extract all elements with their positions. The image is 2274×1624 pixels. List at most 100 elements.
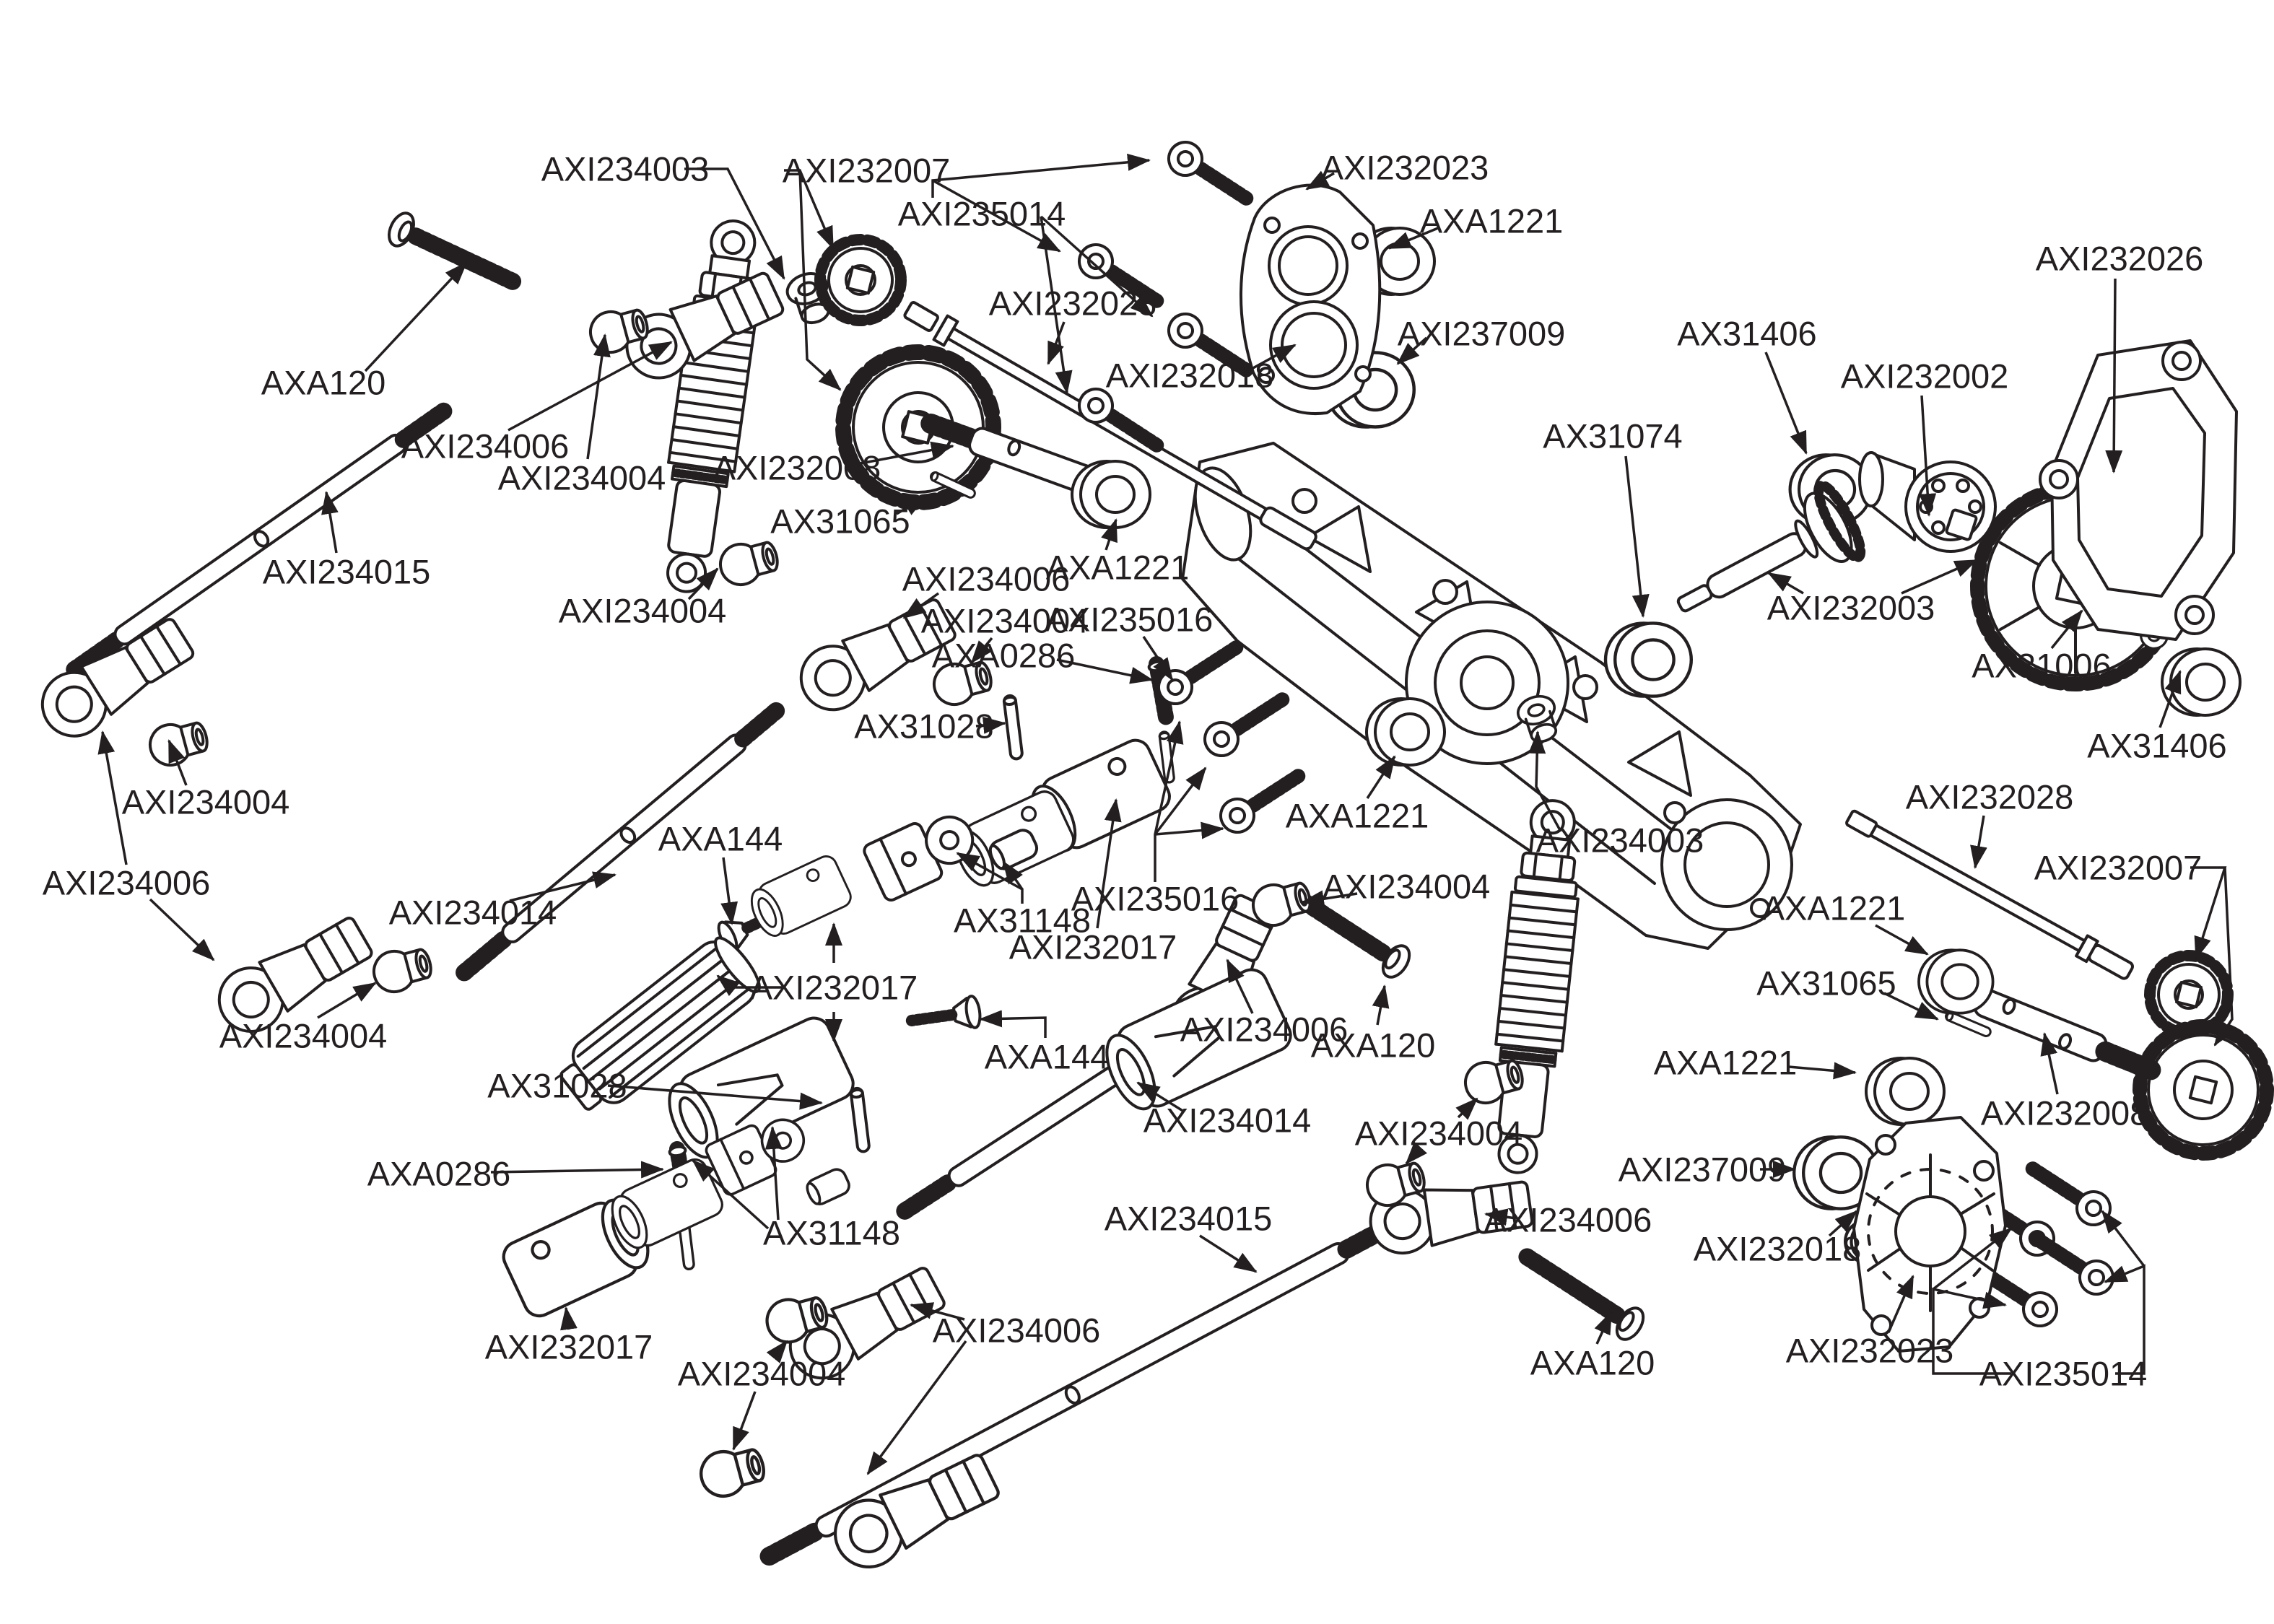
leader-line [1901, 559, 1978, 595]
leader-line [1002, 860, 1024, 890]
part-label: AXI232028 [1906, 777, 2074, 816]
part-label: AXA0286 [367, 1154, 511, 1192]
part-label: AXI234003 [1536, 821, 1704, 859]
leader-line [1226, 959, 1254, 1014]
leader-line [1250, 344, 1297, 371]
part-label: AXI232018 [1106, 356, 1274, 394]
part-label: AXI234006 [902, 559, 1071, 598]
parts-artwork [29, 136, 2274, 1578]
leader-line [607, 1084, 823, 1110]
leader-line [2101, 1210, 2146, 1267]
part-label: AXI234014 [1143, 1101, 1312, 1139]
leader-line [321, 491, 339, 554]
leader-line [687, 567, 719, 601]
part-label: AXI234004 [1355, 1114, 1523, 1152]
part-label: AXI234006 [401, 427, 570, 465]
leader-line [1056, 658, 1154, 684]
part-label: AXI235016 [1071, 879, 1240, 917]
part-label: AX31065 [1756, 964, 1896, 1002]
part-label: AXI232002 [1841, 357, 2009, 395]
leader-line [317, 982, 377, 1019]
leader-line [1405, 1141, 1427, 1165]
pinion-gear-drawing [814, 234, 907, 326]
part-label: AXI232017 [485, 1327, 653, 1366]
part-label: AXI235016 [1045, 600, 1214, 638]
part-label: AXI234006 [1180, 1010, 1349, 1048]
part-label: AXI234015 [263, 552, 431, 590]
part-label: AXA120 [1311, 1026, 1435, 1064]
leader-line [1828, 1210, 1858, 1237]
leader-line [1484, 1208, 1517, 1226]
leader-line [507, 341, 673, 432]
bearing-drawing [1865, 1057, 1946, 1126]
part-label: AXI232026 [2036, 239, 2204, 277]
leader-line [860, 441, 954, 465]
leader-line [1305, 170, 1335, 191]
leader-line [2050, 609, 2083, 650]
driveshaft-drawing [1845, 809, 2134, 980]
part-label: AXI232008 [713, 448, 881, 486]
leader-line [1096, 798, 1122, 929]
part-label: AXI235014 [898, 194, 1066, 232]
leader-line [1199, 1234, 1258, 1273]
link-rod-drawing [456, 700, 788, 982]
leader-line [866, 1340, 967, 1475]
leader-line [798, 170, 842, 391]
leader-line [1366, 755, 1396, 799]
part-label: AXI232007 [783, 151, 951, 189]
leader-line [1887, 1275, 1914, 1333]
leader-line [2213, 867, 2234, 1047]
part-label: AXA144 [985, 1037, 1109, 1075]
part-label: AXI232007 [2034, 848, 2203, 886]
part-label: AXI234015 [1105, 1199, 1273, 1237]
part-label: AXI232023 [1786, 1331, 1954, 1369]
part-label: AX31065 [770, 502, 910, 540]
leader-line [1455, 1097, 1478, 1120]
leader-line [1047, 321, 1066, 365]
part-label: AXA1221 [1420, 201, 1564, 240]
part-label: AXA1221 [1286, 796, 1429, 834]
part-label: AXI234003 [541, 149, 710, 188]
part-label: AXA120 [261, 363, 385, 401]
leader-line [692, 1159, 770, 1230]
leader-line [509, 871, 617, 902]
part-label: AXI234004 [678, 1354, 846, 1392]
leader-line [1372, 985, 1390, 1026]
leader-line [1594, 1311, 1613, 1345]
part-label: AX31074 [1543, 416, 1682, 455]
part-label: AX31006 [1972, 646, 2111, 684]
part-label: AXI234006 [43, 863, 211, 902]
leader-line [979, 1010, 1047, 1038]
part-label: AX31028 [487, 1066, 627, 1104]
part-label: AX31406 [1677, 314, 1816, 352]
part-label: AX31148 [763, 1213, 900, 1252]
part-label: AXI234004 [219, 1016, 388, 1055]
leader-line [1154, 821, 1224, 839]
leader-line [764, 1126, 783, 1221]
leader-line [932, 179, 1061, 253]
bearing-drawing [1606, 623, 1691, 696]
leader-line [586, 333, 611, 460]
spur-gear-drawing [2133, 1019, 2274, 1161]
part-label: AXA0286 [932, 636, 1076, 674]
axle-housing-drawing [1181, 442, 1802, 950]
part-label: AX31028 [854, 707, 993, 745]
part-label: AXI237009 [1398, 314, 1566, 352]
part-label: AX31148 [954, 901, 1091, 939]
part-label: AXI232003 [1767, 588, 1935, 627]
leader-line [364, 261, 468, 372]
leader-line [1764, 352, 1808, 455]
leader-line [167, 739, 188, 786]
bevel-pinion-drawing [1676, 480, 1866, 613]
leader-line [1301, 890, 1358, 908]
part-label: AXI232017 [1009, 927, 1177, 966]
leader-line [684, 167, 785, 280]
part-label: AXI234004 [1323, 867, 1491, 905]
part-label: AXI234006 [933, 1311, 1101, 1349]
leader-line [1788, 1062, 1857, 1080]
part-label: AXI235014 [1979, 1354, 2148, 1392]
leader-line [720, 857, 739, 925]
leader-line [2105, 278, 2123, 473]
